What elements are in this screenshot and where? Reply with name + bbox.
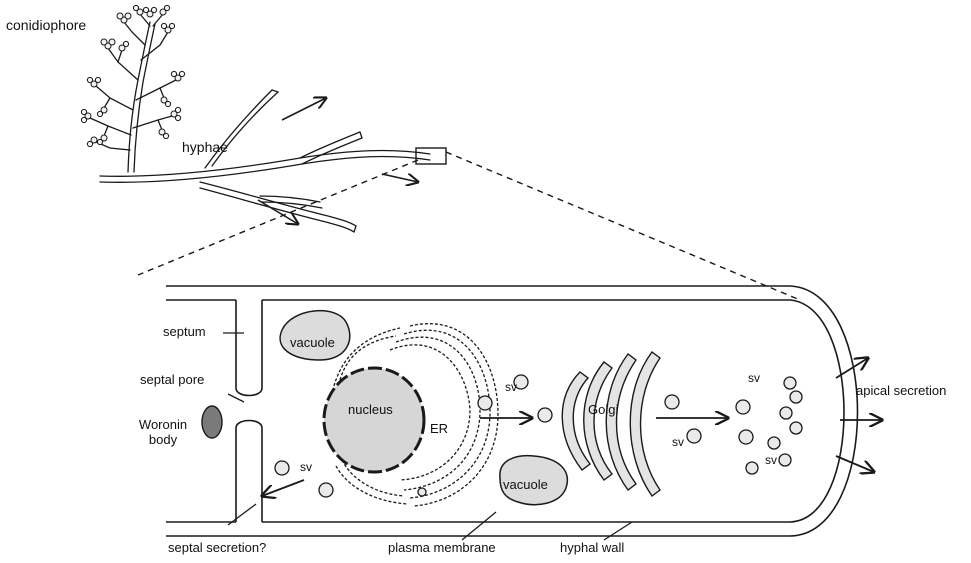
label-woronin-body-line2: body xyxy=(132,433,194,446)
label-hyphal-wall: hyphal wall xyxy=(560,541,624,554)
nucleus xyxy=(324,368,424,472)
label-septum: septum xyxy=(163,325,206,338)
label-vacuole-top: vacuole xyxy=(290,336,335,349)
label-sv-left: sv xyxy=(300,461,312,473)
label-sv-tip-bottom: sv xyxy=(765,454,777,466)
label-plasma-membrane: plasma membrane xyxy=(388,541,496,554)
golgi-apparatus xyxy=(562,352,660,496)
label-vacuole-bottom: vacuole xyxy=(503,478,548,491)
label-er: ER xyxy=(430,422,448,435)
label-sv-golgi: sv xyxy=(672,436,684,448)
conidiophore-drawing xyxy=(90,14,176,172)
label-septal-secretion: septal secretion? xyxy=(168,541,266,554)
label-nucleus: nucleus xyxy=(348,403,393,416)
label-apical-secretion: apical secretion xyxy=(856,384,946,397)
label-hyphae: hyphae xyxy=(182,140,228,154)
label-woronin-body-line1: Woronin xyxy=(132,418,194,431)
label-conidiophore: conidiophore xyxy=(6,18,86,32)
label-septal-pore: septal pore xyxy=(140,373,204,386)
label-sv-tip-top: sv xyxy=(748,372,760,384)
label-sv-er: sv xyxy=(505,381,517,393)
woronin-body xyxy=(202,406,222,438)
hyphae-drawing xyxy=(100,90,446,232)
label-golgi: Golgi xyxy=(588,403,618,416)
